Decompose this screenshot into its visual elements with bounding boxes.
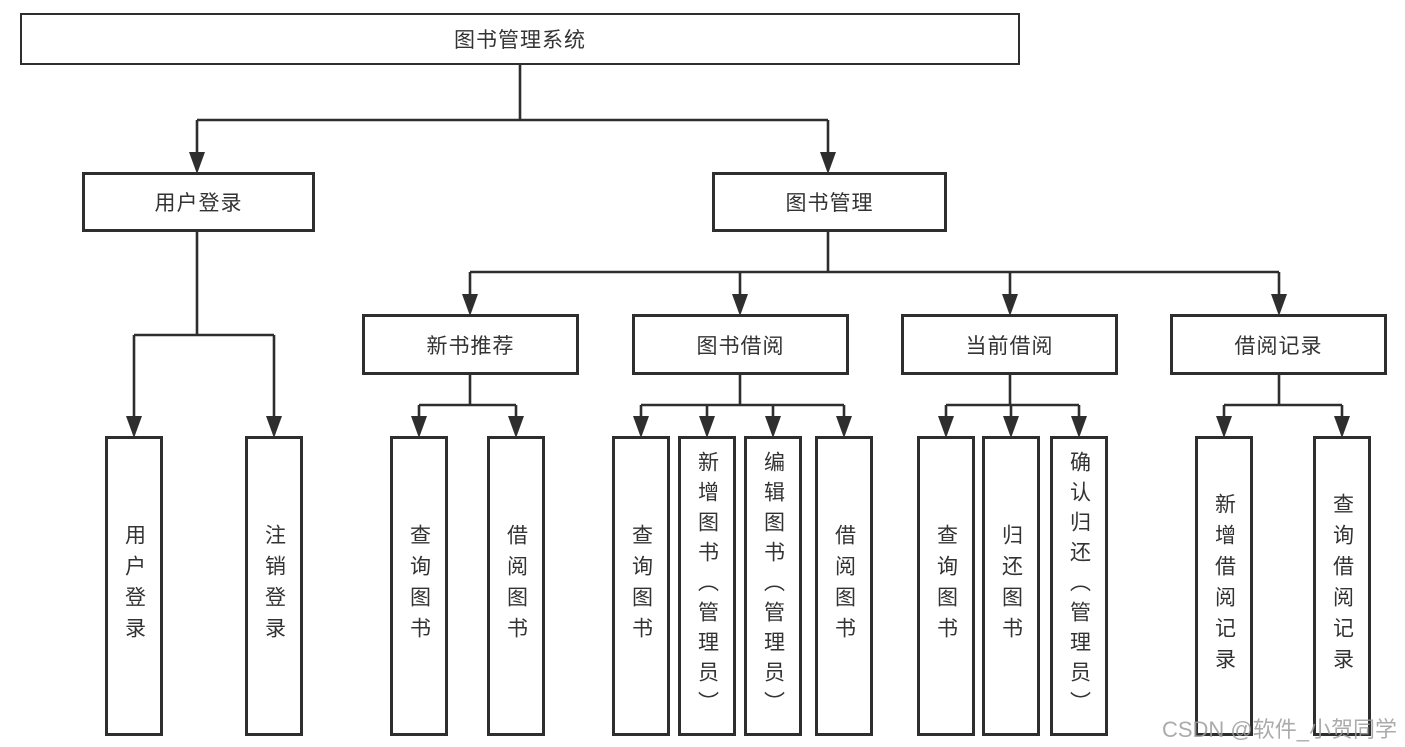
watermark-text: CSDN @软件_小贺同学 xyxy=(1161,717,1397,742)
node-book-mgmt-label: 图书管理 xyxy=(785,192,874,215)
leaf-bb-edit-books-admin: 编辑图书（管理员） xyxy=(744,436,802,736)
node-new-book-rec-label: 新书推荐 xyxy=(426,334,515,358)
leaf-bb-query-books: 查询图书 xyxy=(612,436,670,736)
node-user-login-label: 用户登录 xyxy=(154,192,243,215)
node-borrow-records-label: 借阅记录 xyxy=(1234,334,1323,358)
leaf-logout: 注销登录 xyxy=(245,436,303,736)
leaf-cb-return-books: 归还图书 xyxy=(982,436,1040,736)
node-root: 图书管理系统 xyxy=(20,13,1020,65)
leaf-br-query-record-label: 查询借阅记录 xyxy=(1330,493,1354,679)
arrowheads xyxy=(126,152,1350,438)
node-book-borrow-label: 图书借阅 xyxy=(696,334,785,358)
leaf-br-query-record: 查询借阅记录 xyxy=(1313,436,1371,736)
leaf-br-add-record: 新增借阅记录 xyxy=(1195,436,1253,736)
connector-book-borrow-children xyxy=(639,375,846,422)
node-book-mgmt: 图书管理 xyxy=(712,172,947,232)
leaf-cb-query-books-label: 查询图书 xyxy=(934,524,958,648)
connector-book-mgmt-children xyxy=(468,232,1281,300)
node-book-borrow: 图书借阅 xyxy=(632,314,849,375)
connector-user-login-children xyxy=(132,232,276,422)
leaf-cb-query-books: 查询图书 xyxy=(917,436,975,736)
leaf-bb-add-books-admin: 新增图书（管理员） xyxy=(678,436,736,736)
node-borrow-records: 借阅记录 xyxy=(1170,314,1387,375)
leaf-bb-add-books-admin-label: 新增图书（管理员） xyxy=(695,451,719,721)
leaf-bb-borrow-books: 借阅图书 xyxy=(815,436,873,736)
leaf-bb-query-books-label: 查询图书 xyxy=(629,524,653,648)
node-user-login: 用户登录 xyxy=(82,172,315,232)
leaf-nbr-borrow-books: 借阅图书 xyxy=(487,436,545,736)
leaf-cb-confirm-return-admin: 确认归还（管理员） xyxy=(1050,436,1108,736)
connector-root-to-level2 xyxy=(195,65,830,158)
leaf-user-login-label: 用户登录 xyxy=(122,524,146,648)
leaf-bb-borrow-books-label: 借阅图书 xyxy=(832,524,856,648)
connector-current-borrow-children xyxy=(944,375,1081,422)
node-current-borrow: 当前借阅 xyxy=(901,314,1118,375)
leaf-bb-edit-books-admin-label: 编辑图书（管理员） xyxy=(761,451,785,721)
node-new-book-rec: 新书推荐 xyxy=(362,314,579,375)
leaf-user-login: 用户登录 xyxy=(105,436,163,736)
node-root-label: 图书管理系统 xyxy=(454,29,586,52)
connector-new-book-rec-children xyxy=(417,375,518,422)
leaf-cb-return-books-label: 归还图书 xyxy=(999,524,1023,648)
leaf-br-add-record-label: 新增借阅记录 xyxy=(1212,493,1236,679)
node-current-borrow-label: 当前借阅 xyxy=(965,334,1054,358)
leaf-logout-label: 注销登录 xyxy=(262,524,286,648)
leaf-nbr-borrow-books-label: 借阅图书 xyxy=(504,524,528,648)
leaf-cb-confirm-return-admin-label: 确认归还（管理员） xyxy=(1067,451,1091,721)
leaf-nbr-query-books-label: 查询图书 xyxy=(407,524,431,648)
leaf-nbr-query-books: 查询图书 xyxy=(390,436,448,736)
connector-borrow-records-children xyxy=(1222,375,1344,422)
